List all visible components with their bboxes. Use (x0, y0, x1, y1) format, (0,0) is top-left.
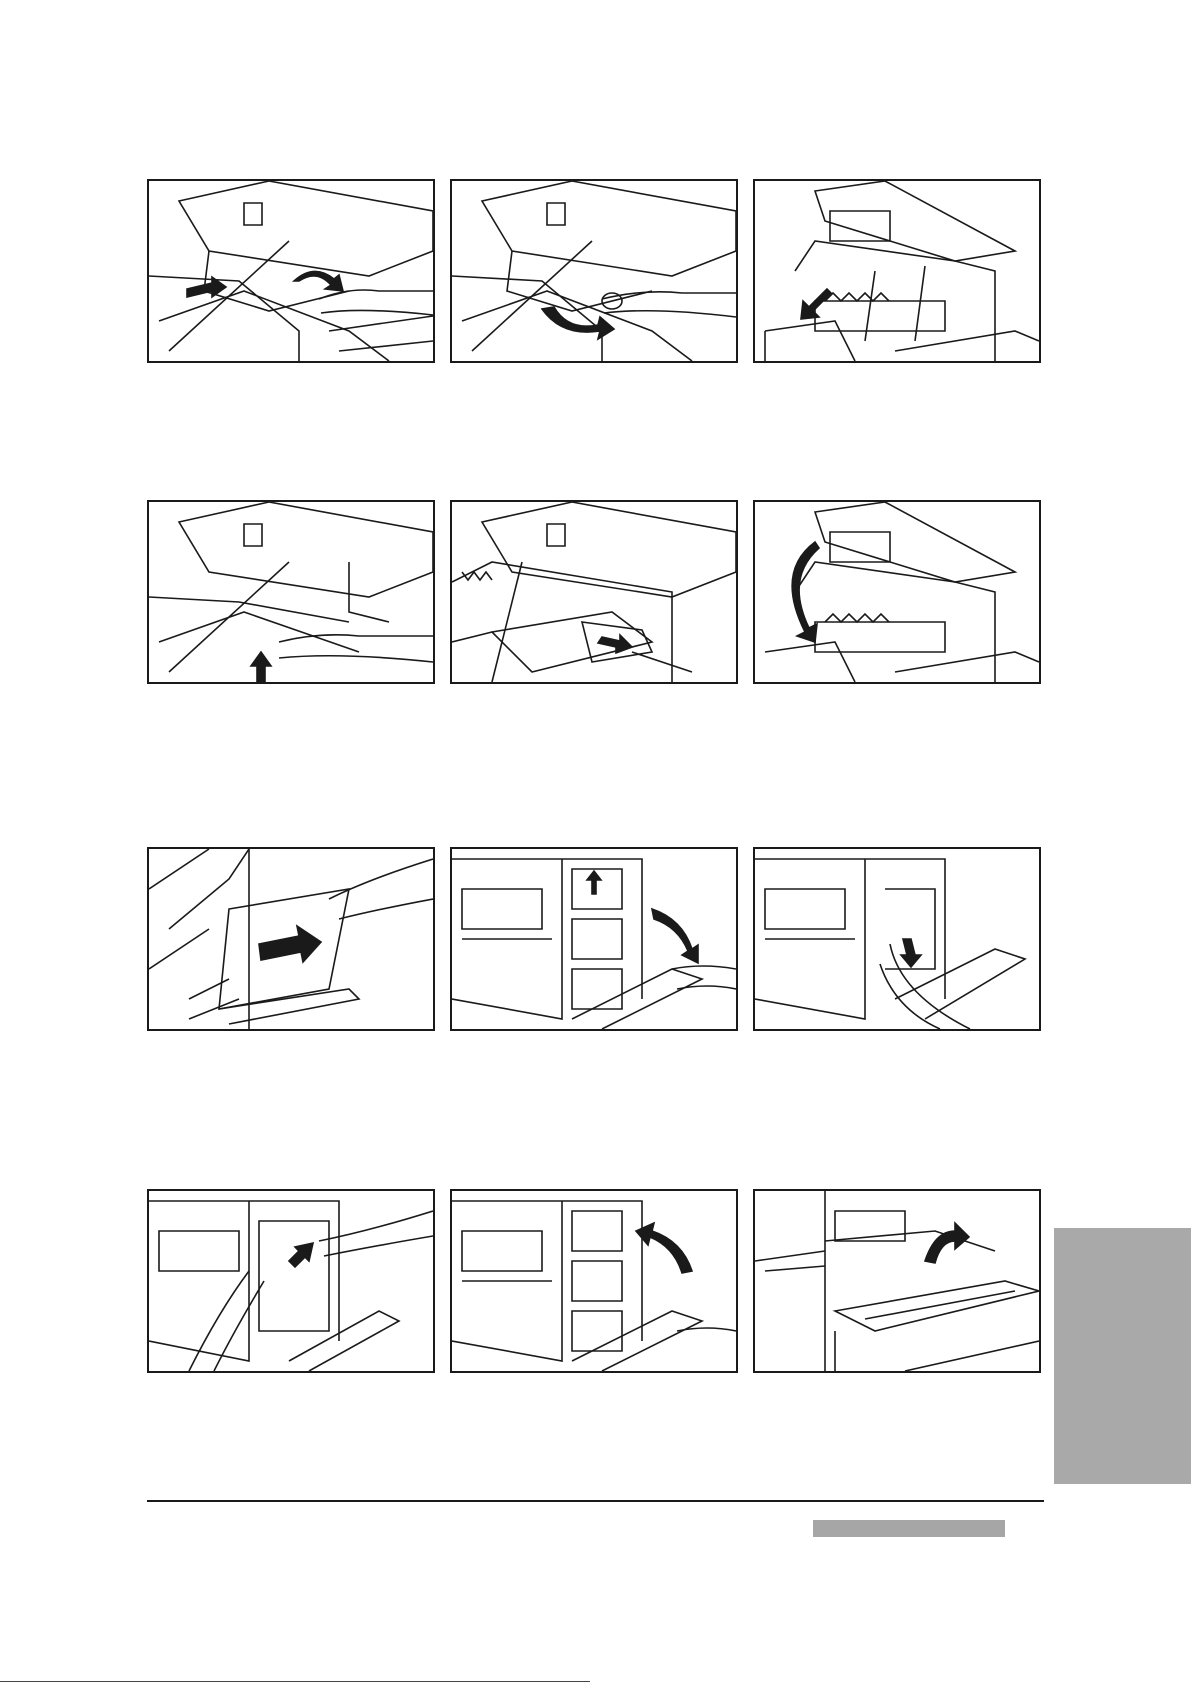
figure-row2-col1 (147, 500, 435, 684)
close-side-door-illustration (452, 1191, 736, 1371)
figure-row1-col2 (450, 179, 738, 363)
figure-row4-col2 (450, 1189, 738, 1373)
bottom-page-rule (0, 1681, 590, 1682)
figure-row2-col3 (753, 500, 1041, 684)
press-inner-lever-illustration (755, 849, 1039, 1029)
raise-guide-illustration (755, 1191, 1039, 1371)
push-lever-up-illustration (149, 502, 433, 682)
figure-row4-col1 (147, 1189, 435, 1373)
open-unit-release-lever-illustration (149, 181, 433, 361)
figure-row1-col1 (147, 179, 435, 363)
section-side-tab (1054, 1228, 1191, 1484)
figure-row3-col3 (753, 847, 1041, 1031)
remove-jammed-paper-illustration (452, 502, 736, 682)
figure-row3-col1 (147, 847, 435, 1031)
footer-gray-bar (813, 1520, 1005, 1537)
pull-paper-from-side-illustration (149, 1191, 433, 1371)
open-side-door-illustration (452, 849, 736, 1029)
fuser-cover-down-illustration (755, 181, 1039, 361)
figure-row2-col2 (450, 500, 738, 684)
figure-row4-col3 (753, 1189, 1041, 1373)
footer-rule (147, 1500, 1044, 1502)
figure-row1-col3 (753, 179, 1041, 363)
rotate-knob-illustration (452, 181, 736, 361)
close-unit-illustration (755, 502, 1039, 682)
figure-row3-col2 (450, 847, 738, 1031)
bypass-tray-paper-illustration (149, 849, 433, 1029)
